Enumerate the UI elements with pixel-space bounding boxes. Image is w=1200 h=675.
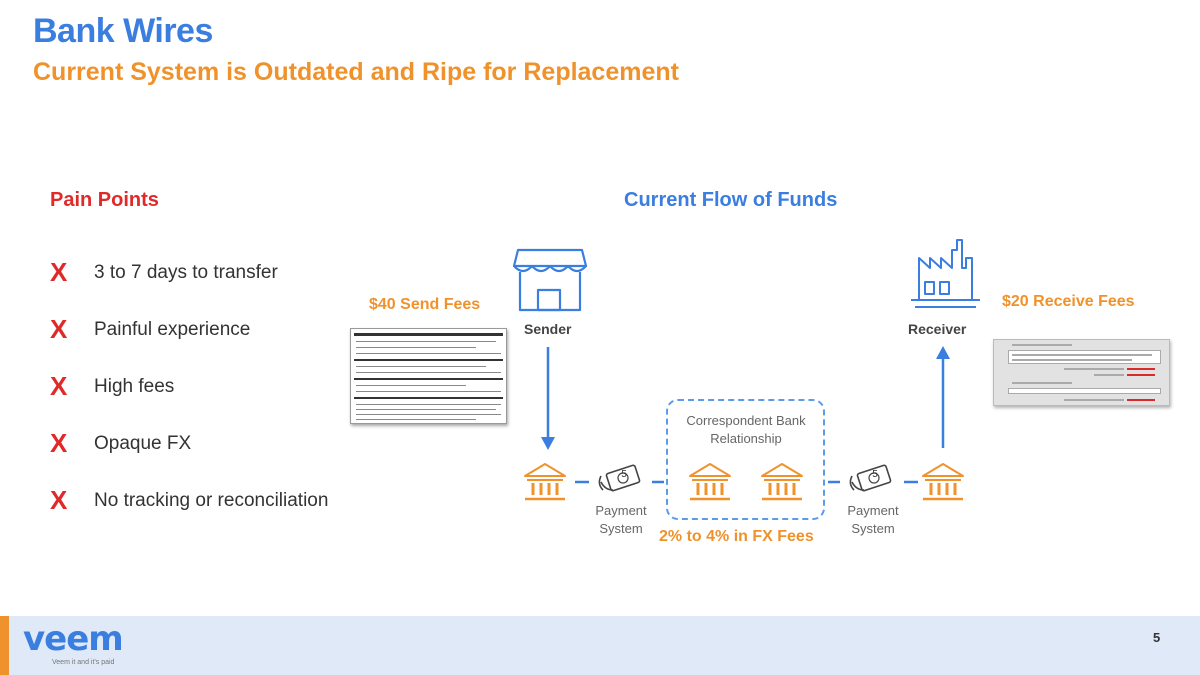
factory-icon bbox=[911, 239, 980, 308]
footer-bar: veem Veem it and it's paid 5 bbox=[0, 616, 1200, 675]
veem-logo: veem bbox=[23, 619, 124, 659]
sender-arrow-icon bbox=[541, 347, 555, 450]
correspondent-bank-box bbox=[666, 399, 825, 520]
page-subtitle: Current System is Outdated and Ripe for … bbox=[33, 58, 679, 86]
storefront-icon bbox=[512, 248, 588, 312]
pain-point-item: X No tracking or reconciliation bbox=[50, 486, 328, 543]
pain-point-item: X Painful experience bbox=[50, 315, 328, 372]
pain-points-list: X 3 to 7 days to transfer X Painful expe… bbox=[50, 258, 328, 543]
bill-denomination: 5 bbox=[621, 469, 627, 480]
fee-statement-image bbox=[993, 339, 1170, 406]
logo-tagline: Veem it and it's paid bbox=[52, 659, 115, 666]
wire-form-document bbox=[350, 328, 507, 424]
sender-label: Sender bbox=[524, 321, 572, 337]
receiver-label: Receiver bbox=[908, 321, 967, 337]
pain-point-text: High fees bbox=[94, 376, 175, 397]
x-mark-icon: X bbox=[50, 371, 68, 401]
page-title: Bank Wires bbox=[33, 12, 213, 50]
pain-point-item: X Opaque FX bbox=[50, 429, 328, 486]
bill-denomination: 5 bbox=[872, 469, 878, 480]
flow-diagram bbox=[512, 239, 980, 501]
pain-point-item: X 3 to 7 days to transfer bbox=[50, 258, 328, 315]
page-number: 5 bbox=[1153, 630, 1161, 645]
pain-point-text: Painful experience bbox=[94, 319, 251, 340]
x-mark-icon: X bbox=[50, 485, 68, 515]
fx-fees-label: 2% to 4% in FX Fees bbox=[659, 528, 814, 545]
pain-point-text: No tracking or reconciliation bbox=[94, 490, 329, 511]
flow-heading: Current Flow of Funds bbox=[624, 189, 838, 211]
payment-system-label: Payment System bbox=[847, 503, 899, 536]
pain-point-item: X High fees bbox=[50, 372, 328, 429]
send-fees-label: $40 Send Fees bbox=[369, 296, 481, 313]
footer-accent bbox=[0, 616, 9, 675]
x-mark-icon: X bbox=[50, 257, 68, 287]
pain-point-text: 3 to 7 days to transfer bbox=[94, 262, 278, 283]
x-mark-icon: X bbox=[50, 314, 68, 344]
correspondent-bank-icon bbox=[760, 462, 804, 501]
sender-bank-icon bbox=[523, 462, 567, 501]
receive-fees-label: $20 Receive Fees bbox=[1002, 293, 1135, 310]
x-mark-icon: X bbox=[50, 428, 68, 458]
receiver-arrow-icon bbox=[936, 346, 950, 448]
pain-point-text: Opaque FX bbox=[94, 433, 192, 454]
correspondent-bank-icon bbox=[688, 462, 732, 501]
pain-points-heading: Pain Points bbox=[50, 189, 159, 211]
receiver-bank-icon bbox=[921, 462, 965, 501]
correspondent-label: Correspondent Bank Relationship bbox=[686, 413, 806, 446]
payment-system-label: Payment System bbox=[595, 503, 647, 536]
